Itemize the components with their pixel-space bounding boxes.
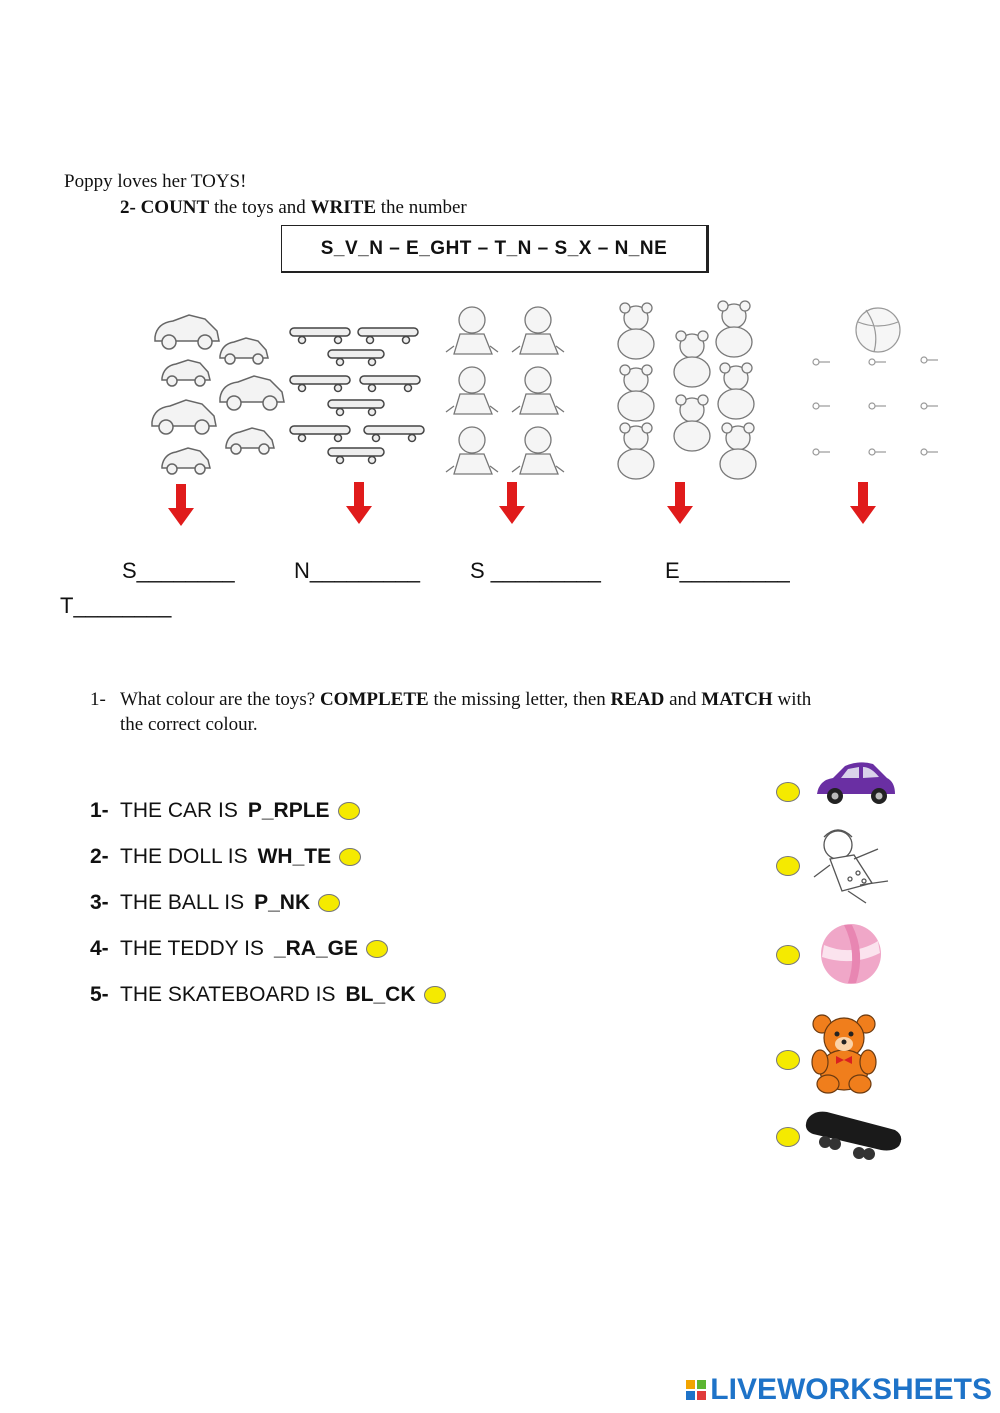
instruction-text: the missing letter, then [433,689,606,710]
match-dot[interactable] [339,848,362,866]
item-text: THE TEDDY IS [120,937,264,960]
item-number: 5- [90,983,109,1006]
missing-letter-word[interactable]: WH_TE [257,845,332,868]
list-item: 5- THE SKATEBOARD IS BL_CK [90,972,446,1018]
instruction-text: with [777,689,812,710]
match-dot[interactable] [776,782,800,802]
count-instruction: 2- COUNT the toys and WRITE the number [120,197,467,219]
instruction-text: the correct colour. [120,714,258,735]
match-dot[interactable] [318,894,341,912]
word-bank-box: S_V_N – E_GHT – T_N – S_X – N_NE [281,225,709,273]
down-arrow-icon [346,482,372,524]
count-answer-blank[interactable]: E_________ [665,558,790,583]
cars-group [151,314,285,475]
match-dot[interactable] [776,945,800,965]
colour-items-list: 1- THE CAR IS P_RPLE 2- THE DOLL IS WH_T… [90,788,446,1018]
keyword-complete: COMPLETE [319,689,429,710]
keyword-write: WRITE [310,197,376,218]
match-dot[interactable] [776,1127,800,1147]
skateboards-group [289,327,425,465]
black-skateboard-icon [805,1111,902,1160]
missing-letter-word[interactable]: P_RPLE [247,799,330,822]
match-dot[interactable] [365,940,388,958]
down-arrow-icon [667,482,693,524]
match-dot[interactable] [337,802,360,820]
instruction-text: What colour are the toys? [120,689,316,710]
toys-illustration [151,300,938,480]
keyword-count: COUNT [140,197,210,218]
teddies-group [617,300,757,480]
item-number: 3- [90,891,109,914]
down-arrow-icon [499,482,525,524]
item-number: 1- [90,799,109,822]
pink-ball-icon [821,924,881,984]
section-number: 1- [90,689,106,710]
brand-logo-icon [686,1380,707,1400]
intro-text: Poppy loves her TOYS! [64,171,247,192]
down-arrow-icon [168,484,194,526]
missing-letter-word[interactable]: P_NK [254,891,311,914]
list-item: 4- THE TEDDY IS _RA_GE [90,926,446,972]
brand-logo: LIVEWORKSHEETS [686,1373,992,1407]
count-answer-blank[interactable]: N_________ [294,558,421,583]
match-dot[interactable] [776,856,800,876]
match-dot[interactable] [423,986,446,1004]
missing-letter-word[interactable]: _RA_GE [273,937,358,960]
list-item: 1- THE CAR IS P_RPLE [90,788,446,834]
section-number: 2- [120,197,136,218]
item-number: 4- [90,937,109,960]
brand-name: LIVEWORKSHEETS [710,1373,992,1406]
list-item: 2- THE DOLL IS WH_TE [90,834,446,880]
item-text: THE SKATEBOARD IS [120,983,336,1006]
ball-and-keys-group [812,307,938,456]
down-arrow-icon [850,482,876,524]
count-answer-blank[interactable]: T________ [60,593,172,618]
item-number: 2- [90,845,109,868]
list-item: 3- THE BALL IS P_NK [90,880,446,926]
item-text: THE CAR IS [120,799,238,822]
keyword-read: READ [610,689,665,710]
white-doll-icon [813,829,889,904]
count-answer-blank[interactable]: S________ [122,558,235,583]
colour-instruction: 1- What colour are the toys? COMPLETE th… [90,687,870,737]
instruction-text: the toys and [213,197,306,218]
orange-teddy-icon [811,1014,877,1094]
dolls-group [445,306,565,475]
match-dot[interactable] [776,1050,800,1070]
item-text: THE DOLL IS [120,845,248,868]
count-answer-blank[interactable]: S _________ [470,558,601,583]
missing-letter-word[interactable]: BL_CK [345,983,416,1006]
instruction-text: and [669,689,697,710]
item-text: THE BALL IS [120,891,245,914]
purple-car-icon [817,762,895,804]
keyword-match: MATCH [701,689,773,710]
instruction-text: the number [380,197,467,218]
